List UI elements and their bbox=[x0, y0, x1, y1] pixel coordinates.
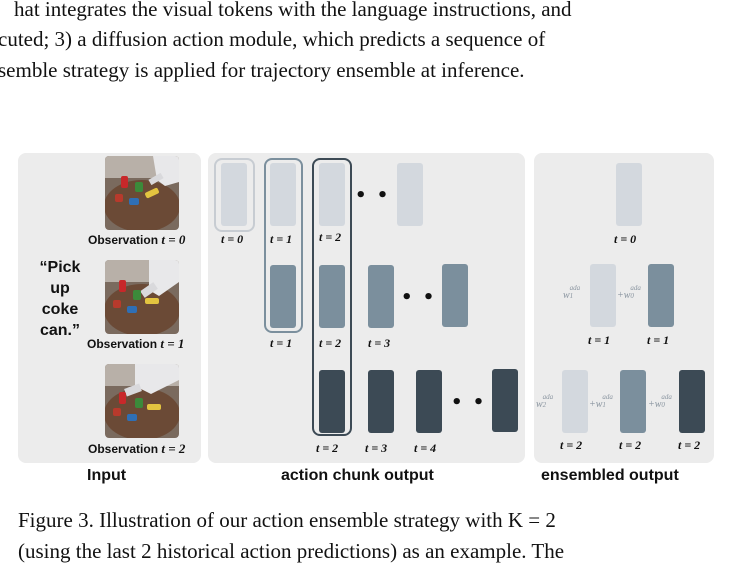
action-bar bbox=[221, 163, 247, 226]
action-bar bbox=[648, 264, 674, 327]
caption-line-2: (using the last 2 historical action pred… bbox=[18, 539, 565, 563]
t-label: t = 2 bbox=[619, 438, 642, 452]
observation-image-2 bbox=[105, 364, 179, 438]
action-bar bbox=[620, 370, 646, 433]
action-chunk-panel bbox=[208, 153, 525, 463]
chunk-frame-t2 bbox=[312, 158, 352, 436]
action-bar bbox=[616, 163, 642, 226]
observation-image-0 bbox=[105, 156, 179, 230]
t-label: t = 2 bbox=[319, 336, 342, 350]
caption-line-1: Figure 3. Illustration of our action ens… bbox=[18, 508, 556, 532]
action-bar bbox=[416, 370, 442, 433]
t-label: t = 0 bbox=[221, 232, 244, 246]
t-label: t = 1 bbox=[647, 333, 670, 347]
action-bar bbox=[562, 370, 588, 433]
action-bar bbox=[492, 369, 518, 432]
body-line-1: hat integrates the visual tokens with th… bbox=[14, 0, 572, 21]
t-label: t = 2 bbox=[319, 230, 342, 244]
observation-label-1: Observation t = 1 bbox=[87, 336, 185, 351]
action-bar bbox=[590, 264, 616, 327]
body-line-3: semble strategy is applied for trajector… bbox=[0, 58, 525, 82]
action-bar bbox=[679, 370, 705, 433]
t-label: t = 1 bbox=[588, 333, 611, 347]
ensembled-panel-title: ensembled output bbox=[541, 467, 679, 484]
action-bar bbox=[270, 163, 296, 226]
action-bar bbox=[442, 264, 468, 327]
chunk-frame-t0 bbox=[214, 158, 255, 232]
t-label: t = 3 bbox=[368, 336, 391, 350]
observation-image-1 bbox=[105, 260, 179, 334]
action-bar bbox=[368, 370, 394, 433]
observation-label-2: Observation t = 2 bbox=[88, 441, 186, 456]
t-label: t = 2 bbox=[678, 438, 701, 452]
action-bar bbox=[368, 265, 394, 328]
ellipsis: • • • bbox=[355, 185, 413, 206]
observation-label-0: Observation t = 0 bbox=[88, 232, 186, 247]
body-line-2: cuted; 3) a diffusion action module, whi… bbox=[0, 27, 546, 51]
action-bar bbox=[397, 163, 423, 226]
t-label: t = 3 bbox=[365, 441, 388, 455]
chunk-frame-t1 bbox=[264, 158, 303, 333]
action-bar bbox=[319, 265, 345, 328]
t-label: t = 4 bbox=[414, 441, 437, 455]
t-label: t = 2 bbox=[560, 438, 583, 452]
t-label: t = 2 bbox=[316, 441, 339, 455]
t-label: t = 1 bbox=[270, 336, 293, 350]
input-panel-title: Input bbox=[87, 467, 127, 484]
action-chunk-panel-title: action chunk output bbox=[281, 467, 434, 484]
instruction-text: “Pick up coke can.” bbox=[39, 259, 81, 339]
action-bar bbox=[319, 370, 345, 433]
t-label: t = 1 bbox=[270, 232, 293, 246]
action-bar bbox=[270, 265, 296, 328]
t-label: t = 0 bbox=[614, 232, 637, 246]
action-bar bbox=[319, 163, 345, 226]
